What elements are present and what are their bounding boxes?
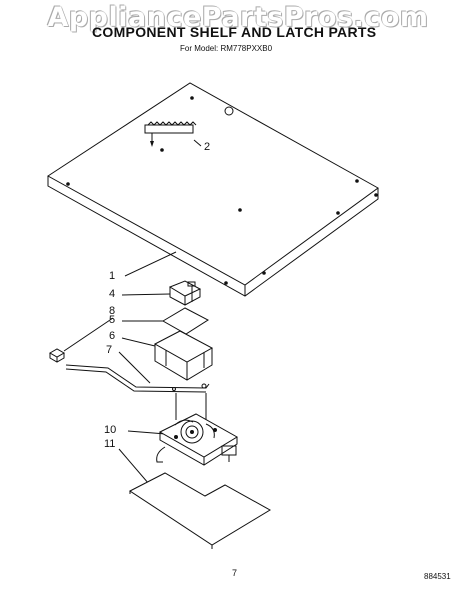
latch-mechanism-part [156,393,238,466]
diagram-title: COMPONENT SHELF AND LATCH PARTS [92,24,377,40]
callout-6: 6 [109,330,116,342]
switch-part [168,280,202,306]
callout-2: 2 [204,141,211,153]
model-subtitle: For Model: RM778PXXB0 [180,44,273,53]
callout-11: 11 [104,438,116,450]
insulator-part [162,307,209,337]
callout-5: 5 [109,314,116,326]
page-number: 7 [232,568,238,578]
callout-1: 1 [109,270,116,282]
callout-10: 10 [104,424,117,436]
terminal-block-part [144,121,197,147]
watermark-text: AppliancePartsPros.com [47,2,429,33]
component-shelf [47,82,379,297]
bottom-plate-part [129,472,271,549]
callout-4: 4 [109,288,116,300]
cover-box-part [153,330,214,381]
latch-knob-part [48,348,66,363]
latch-rod-part [65,364,210,393]
callout-8: 8 [109,305,116,317]
callout-7: 7 [106,344,113,356]
figure-number: 884531 [424,572,451,581]
